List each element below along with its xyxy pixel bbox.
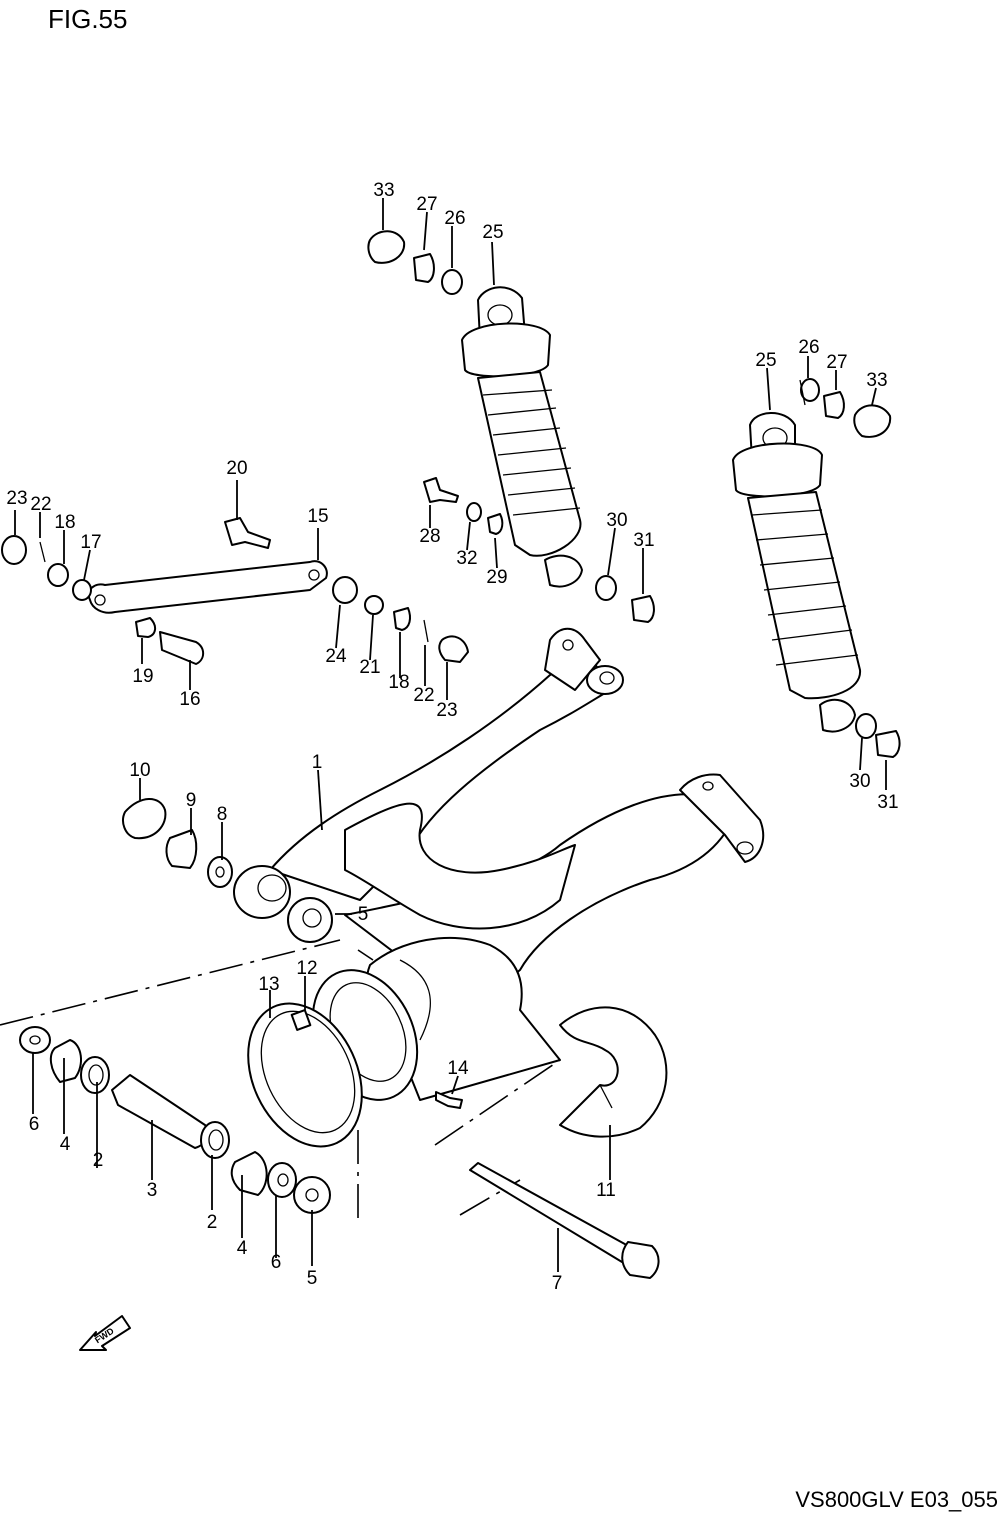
callout-31b: 31 (877, 792, 898, 813)
callout-26a: 26 (444, 208, 465, 229)
callout-25b: 25 (755, 350, 776, 371)
callout-9: 9 (186, 790, 197, 811)
callout-labels: 1 2 2 3 4 4 5 5 6 6 7 8 9 10 11 12 13 14… (6, 180, 898, 1294)
callout-27a: 27 (416, 194, 437, 215)
callout-2a: 2 (93, 1150, 104, 1171)
callout-23a: 23 (6, 488, 27, 509)
callout-29: 29 (486, 567, 507, 588)
figure-title: FIG.55 (48, 4, 127, 34)
callout-23b: 23 (436, 700, 457, 721)
callout-11: 11 (596, 1180, 616, 1201)
callout-32: 32 (456, 548, 477, 569)
callout-8: 8 (217, 804, 228, 825)
fwd-arrow: FWD (79, 1315, 131, 1351)
callout-6a: 6 (29, 1114, 40, 1135)
callout-17: 17 (80, 532, 101, 553)
tie-rod-parts (1, 517, 469, 665)
leader-lines (14, 198, 887, 1272)
shock-hardware (367, 230, 901, 758)
protector-part (559, 1006, 668, 1138)
shock-absorber-right (732, 412, 862, 733)
callout-19: 19 (132, 666, 153, 687)
callout-28: 28 (419, 526, 440, 547)
callout-21: 21 (359, 657, 380, 678)
diagram-code: VS800GLV E03_055 (795, 1487, 998, 1512)
callout-22b: 22 (413, 685, 434, 706)
bearing-set (19, 1026, 331, 1214)
callout-30b: 30 (849, 771, 870, 792)
callout-22a: 22 (30, 494, 51, 515)
callout-24: 24 (325, 646, 347, 667)
callout-27b: 27 (826, 352, 847, 373)
callout-4b: 4 (237, 1238, 248, 1259)
callout-7: 7 (552, 1273, 563, 1294)
pivot-parts (122, 798, 333, 943)
callout-18a: 18 (54, 512, 75, 533)
callout-4a: 4 (60, 1134, 71, 1155)
boot-and-clamps (247, 969, 419, 1148)
callout-16: 16 (179, 689, 200, 710)
callout-12: 12 (296, 958, 317, 979)
callout-5b: 5 (307, 1268, 318, 1289)
callout-30a: 30 (606, 510, 627, 531)
callout-15: 15 (307, 506, 328, 527)
callout-13: 13 (258, 974, 279, 995)
callout-33b: 33 (866, 370, 887, 391)
callout-5a: 5 (358, 904, 369, 925)
callout-26b: 26 (798, 337, 819, 358)
pivot-shaft (435, 1091, 660, 1279)
callout-3: 3 (147, 1180, 158, 1201)
callout-31a: 31 (633, 530, 654, 551)
callout-25a: 25 (482, 222, 503, 243)
callout-6b: 6 (271, 1252, 282, 1273)
callout-20: 20 (226, 458, 247, 479)
callout-18b: 18 (388, 672, 409, 693)
callout-10: 10 (129, 760, 150, 781)
callout-2b: 2 (207, 1212, 218, 1233)
swingarm-part (0, 627, 765, 1220)
callout-33a: 33 (373, 180, 394, 201)
callout-14: 14 (447, 1058, 469, 1079)
shock-absorber-left (461, 286, 583, 588)
callout-1: 1 (312, 752, 323, 773)
